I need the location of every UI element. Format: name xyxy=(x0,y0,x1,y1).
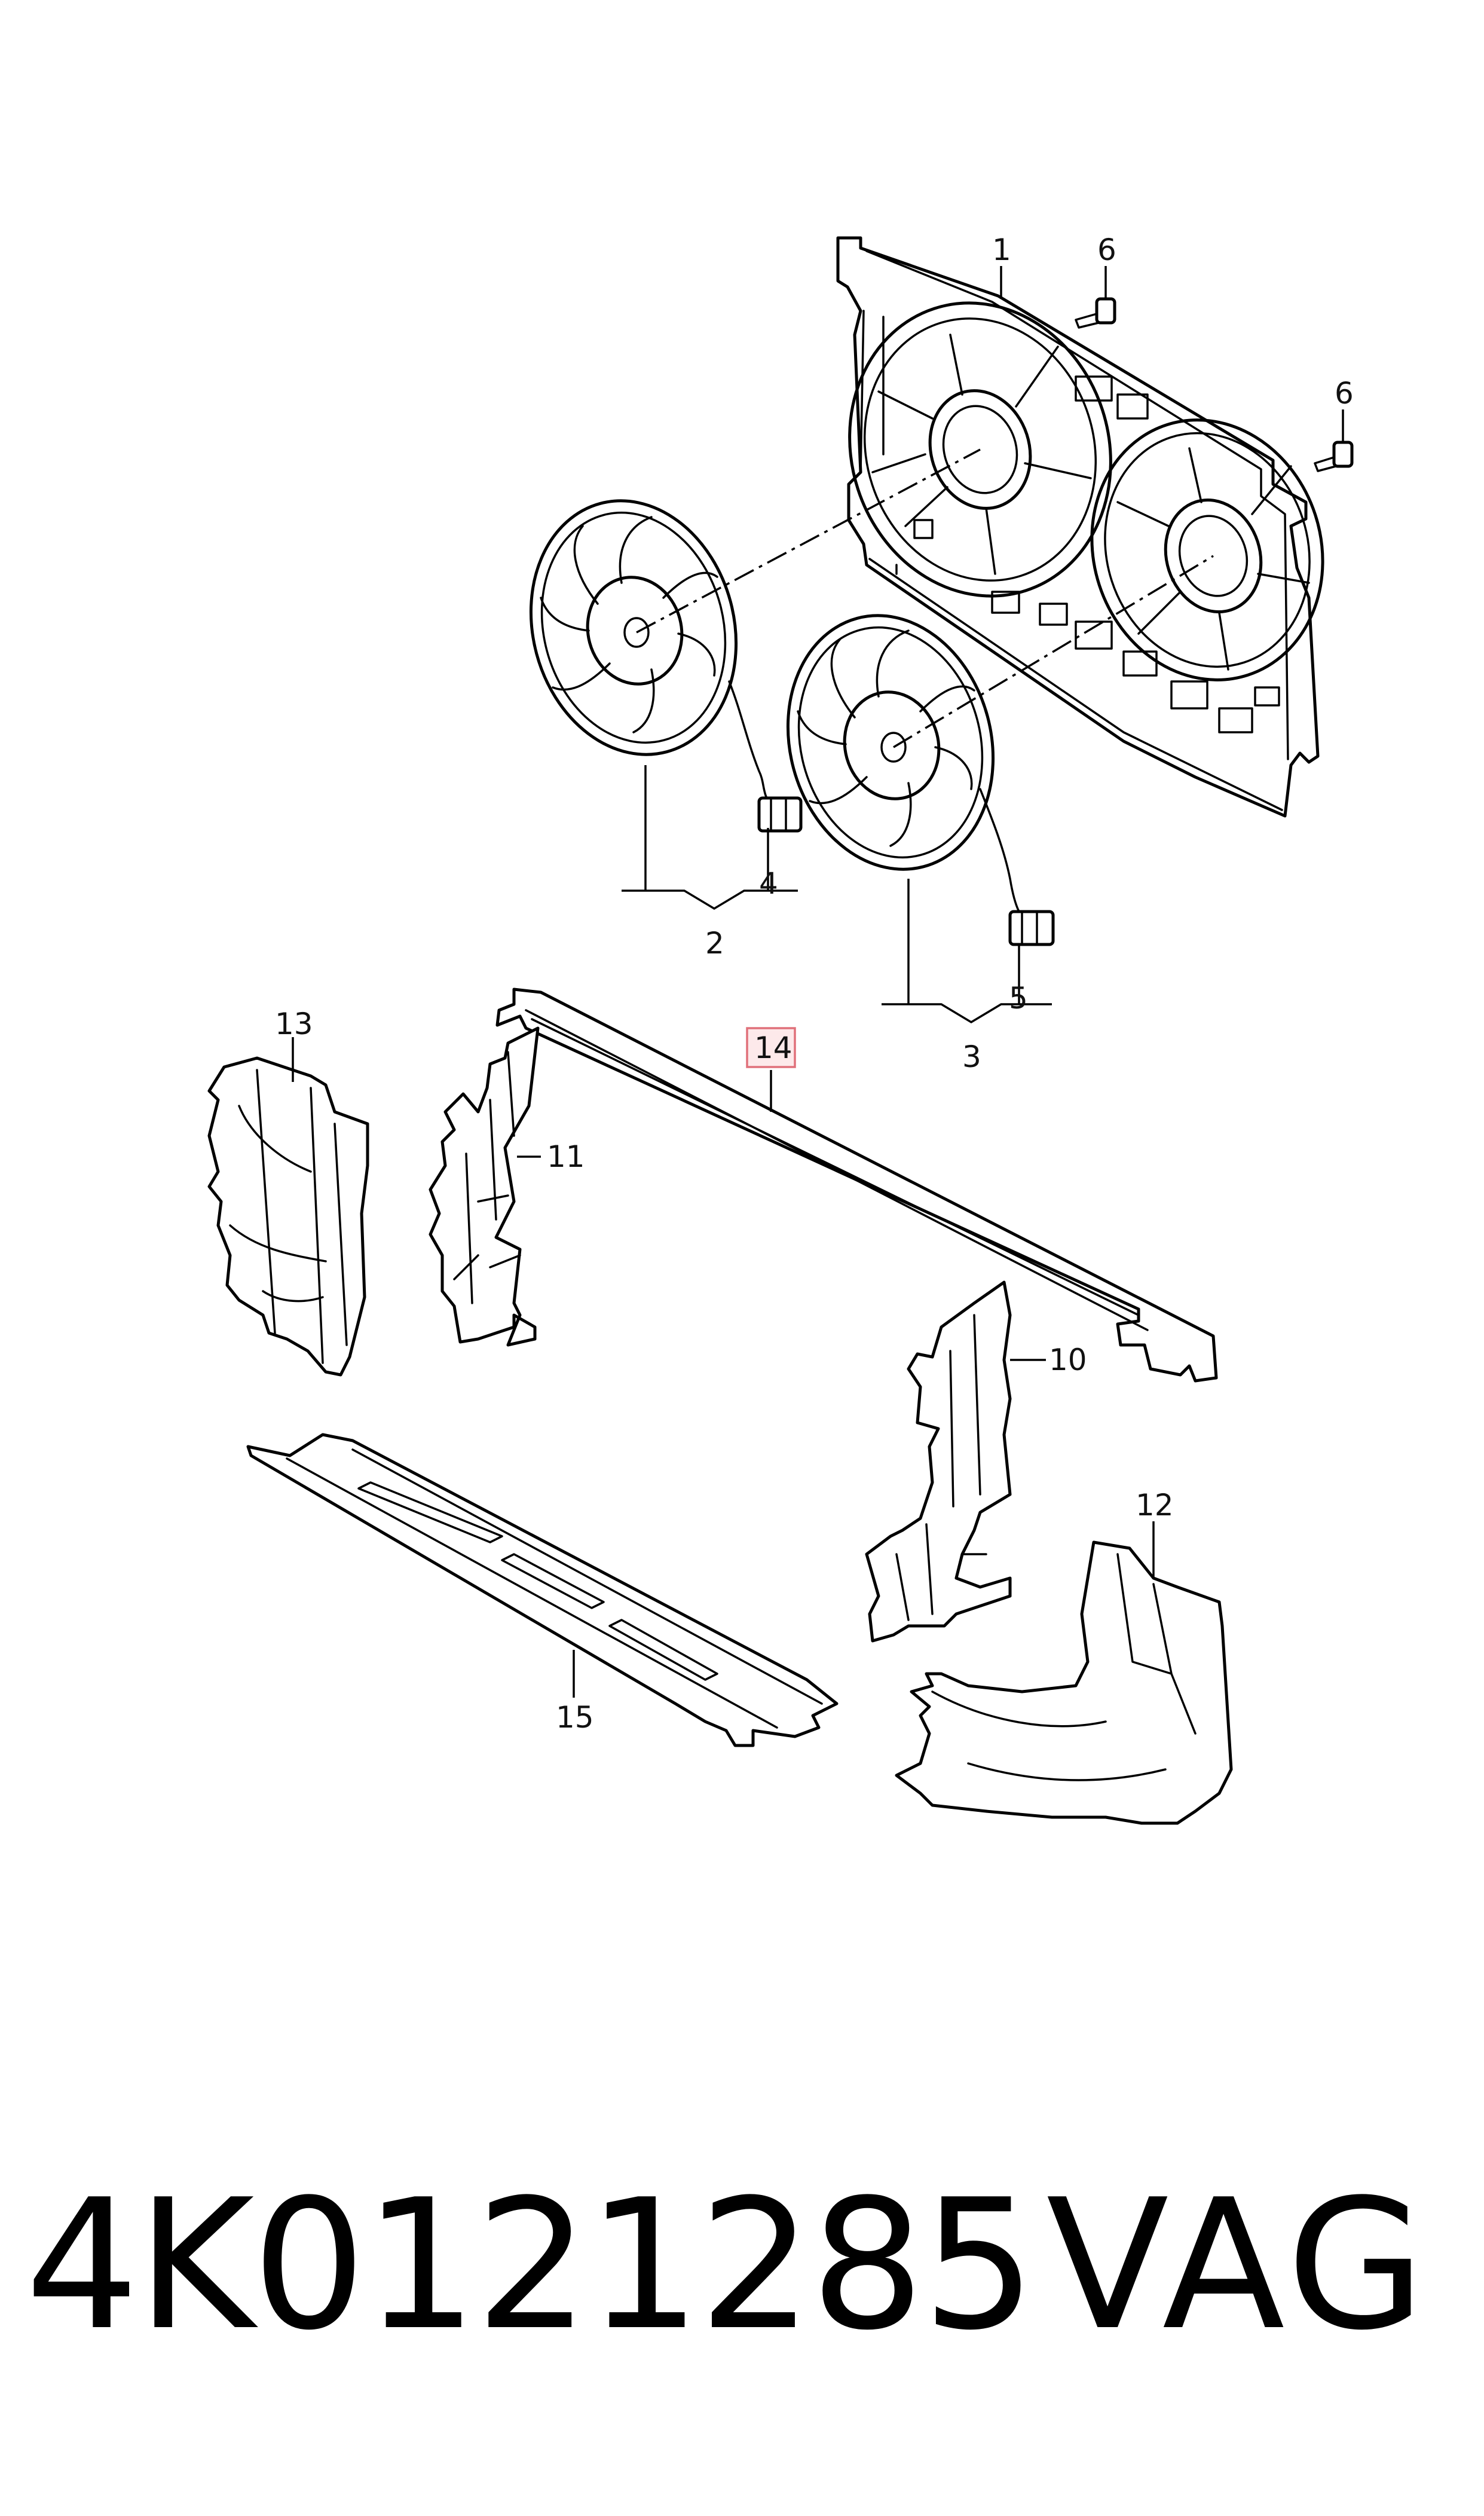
part-2-left-fan[interactable] xyxy=(503,478,803,833)
callout-13[interactable]: 13 xyxy=(275,1007,313,1041)
leader-lines xyxy=(292,266,1344,1698)
part-12-side-panel-right[interactable] xyxy=(895,1540,1233,1825)
part-14-seal-strip[interactable] xyxy=(495,988,1218,1383)
footer: 4K0121285 VAG xyxy=(0,2158,1484,2397)
part-11-air-guide-left[interactable] xyxy=(429,1026,540,1347)
part-10-air-guide-right[interactable] xyxy=(865,1280,1012,1643)
part-15-lower-cross-member[interactable] xyxy=(246,1433,839,1747)
brand-name: VAG xyxy=(1046,2161,1430,2370)
assembly-line-left-fan xyxy=(636,448,981,634)
callout-15[interactable]: 15 xyxy=(556,1700,594,1735)
part-6-bolt-upper[interactable] xyxy=(1075,297,1116,329)
callout-14-highlight-box xyxy=(746,1027,796,1068)
callout-2[interactable]: 2 xyxy=(705,926,724,961)
callout-6-right[interactable]: 6 xyxy=(1335,376,1354,411)
part-6-bolt-right[interactable] xyxy=(1314,441,1354,472)
callout-11[interactable]: 11 xyxy=(547,1139,585,1174)
part-number: 4K0121285 xyxy=(25,2161,1036,2370)
callout-14[interactable]: 14 xyxy=(754,1031,793,1065)
callout-3[interactable]: 3 xyxy=(962,1040,981,1074)
callout-5[interactable]: 5 xyxy=(1009,981,1028,1016)
callout-6-upper[interactable]: 6 xyxy=(1097,233,1116,267)
part-1-fan-shroud[interactable] xyxy=(812,236,1356,818)
part-13-side-panel-left[interactable] xyxy=(207,1056,369,1377)
callout-4[interactable]: 4 xyxy=(759,866,778,901)
assembly-line-right-fan xyxy=(893,555,1214,748)
part-3-right-fan[interactable] xyxy=(760,592,1055,946)
callout-1[interactable]: 1 xyxy=(992,233,1011,267)
callout-12[interactable]: 12 xyxy=(1136,1488,1174,1523)
callout-10[interactable]: 10 xyxy=(1049,1343,1087,1377)
